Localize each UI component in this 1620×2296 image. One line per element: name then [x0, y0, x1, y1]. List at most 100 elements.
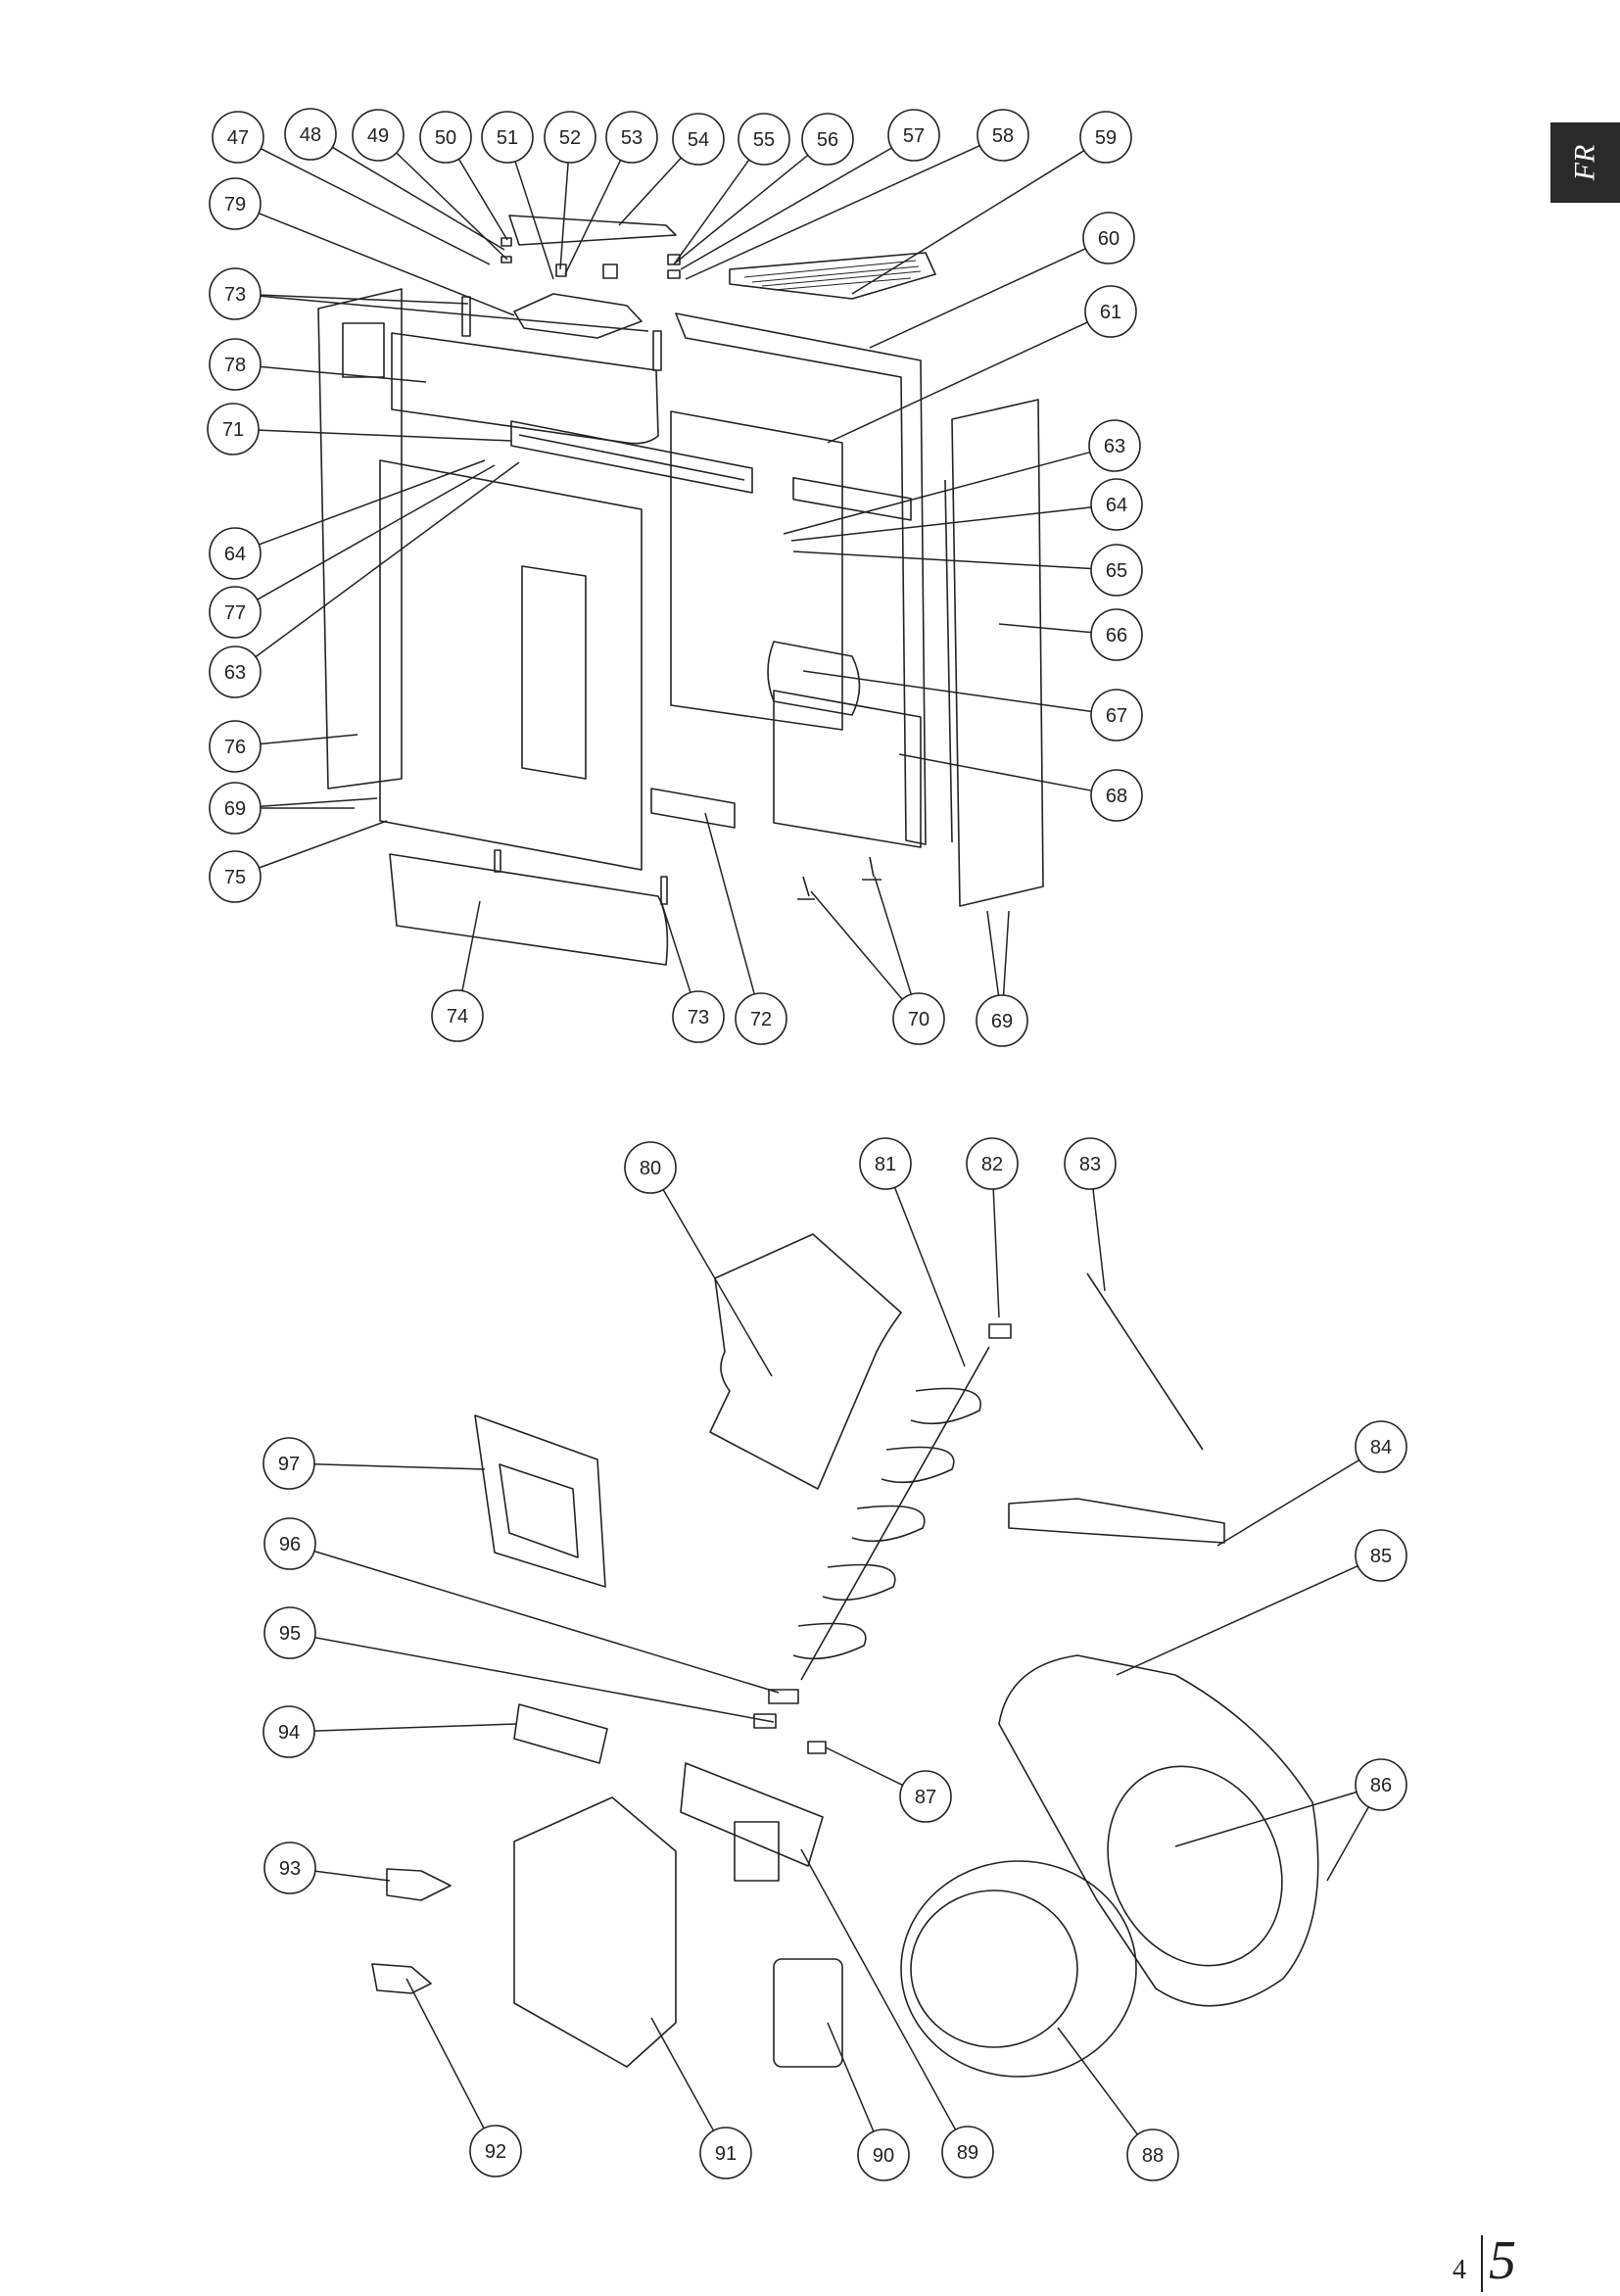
callout-label: 69: [224, 798, 246, 820]
callout-86: 86: [1356, 1759, 1406, 1810]
callout-label: 65: [1106, 560, 1127, 582]
part-right-panel-edge: [945, 480, 952, 842]
callout-74: 74: [432, 990, 483, 1041]
callout-92: 92: [470, 2126, 521, 2176]
callout-label: 72: [750, 1009, 772, 1030]
callout-label: 48: [300, 124, 321, 146]
part-front-door: [380, 460, 642, 870]
leader-line: [1217, 1460, 1359, 1547]
callout-label: 80: [640, 1158, 661, 1179]
leader-line: [793, 551, 1091, 569]
leader-line: [397, 153, 507, 260]
leader-line: [314, 1724, 517, 1731]
part-sensor-92: [372, 1964, 431, 1993]
callout-47: 47: [213, 112, 263, 163]
leader-line: [259, 821, 387, 868]
callout-96: 96: [264, 1518, 315, 1569]
leader-line: [899, 754, 1092, 790]
part-door-glass: [522, 566, 586, 779]
callout-77: 77: [210, 587, 261, 638]
part-left-panel-window: [343, 323, 384, 377]
callout-81: 81: [860, 1138, 911, 1189]
callout-label: 81: [875, 1154, 896, 1175]
leader-line: [314, 1464, 485, 1469]
callout-58: 58: [977, 110, 1028, 161]
callout-label: 88: [1142, 2145, 1164, 2167]
callout-label: 87: [915, 1787, 936, 1808]
leader-line: [895, 1187, 966, 1366]
leader-line: [565, 160, 621, 274]
callout-label: 84: [1370, 1437, 1392, 1459]
leader-line: [791, 507, 1091, 541]
part-auger-shaft: [801, 1347, 989, 1680]
callout-88: 88: [1127, 2129, 1178, 2180]
callout-label: 73: [688, 1007, 709, 1028]
part-top-rail-line: [519, 435, 744, 480]
callout-label: 59: [1095, 127, 1117, 149]
leader-line: [1175, 1793, 1357, 1847]
leader-line: [261, 798, 377, 806]
callout-label: 70: [908, 1009, 929, 1030]
callout-94: 94: [263, 1706, 314, 1757]
leader-line: [259, 460, 485, 545]
callout-label: 91: [715, 2143, 737, 2165]
callout-label: 55: [753, 129, 775, 151]
callout-label: 54: [688, 129, 709, 151]
callout-49: 49: [353, 110, 404, 161]
callout-label: 63: [224, 662, 246, 684]
part-control-board: [514, 1797, 676, 2067]
callout-label: 68: [1106, 786, 1127, 807]
callout-72: 72: [736, 993, 786, 1044]
leader-line: [651, 2018, 714, 2130]
callout-93: 93: [264, 1842, 315, 1893]
leader-line: [705, 813, 754, 994]
part-left-side-panel: [318, 289, 402, 789]
leader-line: [828, 2023, 874, 2131]
callout-80: 80: [625, 1142, 676, 1193]
callout-51: 51: [482, 112, 533, 163]
callout-90: 90: [858, 2129, 909, 2180]
callout-label: 47: [227, 127, 249, 149]
callout-label: 82: [981, 1154, 1003, 1175]
leader-line: [462, 901, 480, 991]
callout-76: 76: [210, 721, 261, 772]
part-hopper-plate: [710, 1234, 901, 1489]
leader-line: [560, 163, 568, 269]
callout-59: 59: [1080, 112, 1131, 163]
callout-91: 91: [700, 2128, 751, 2178]
callout-79: 79: [210, 178, 261, 229]
callout-label: 77: [224, 602, 246, 624]
callout-label: 90: [873, 2145, 894, 2167]
part-fan-housing-ring: [1076, 1738, 1314, 1994]
callout-label: 49: [367, 125, 389, 147]
page-number-divider: [1481, 2235, 1483, 2292]
callout-63: 63: [1089, 420, 1140, 471]
callout-label: 60: [1098, 228, 1120, 250]
leader-line: [314, 1552, 779, 1693]
leader-line: [663, 1190, 772, 1377]
leader-line: [406, 1979, 484, 2129]
leader-line: [256, 462, 519, 657]
leader-line: [261, 149, 490, 264]
callout-label: 50: [435, 127, 456, 149]
callout-67: 67: [1091, 690, 1142, 741]
page-number-left: 4: [1453, 2255, 1466, 2286]
callout-95: 95: [264, 1607, 315, 1658]
callout-label: 96: [279, 1534, 301, 1555]
callout-57: 57: [888, 110, 939, 161]
callout-label: 78: [224, 355, 246, 376]
part-sensor-93: [387, 1869, 451, 1900]
part-switch-bracket: [514, 1704, 607, 1763]
callout-89: 89: [942, 2127, 993, 2177]
part-plug: [808, 1742, 826, 1753]
callout-label: 69: [991, 1011, 1013, 1032]
callout-label: 57: [903, 125, 925, 147]
callout-label: 61: [1100, 302, 1121, 323]
part-rear-frame: [676, 313, 926, 844]
part-capacitor-box: [774, 1959, 842, 2067]
leader-line: [259, 430, 511, 441]
callout-73: 73: [673, 991, 724, 1042]
callout-label: 97: [278, 1454, 300, 1475]
